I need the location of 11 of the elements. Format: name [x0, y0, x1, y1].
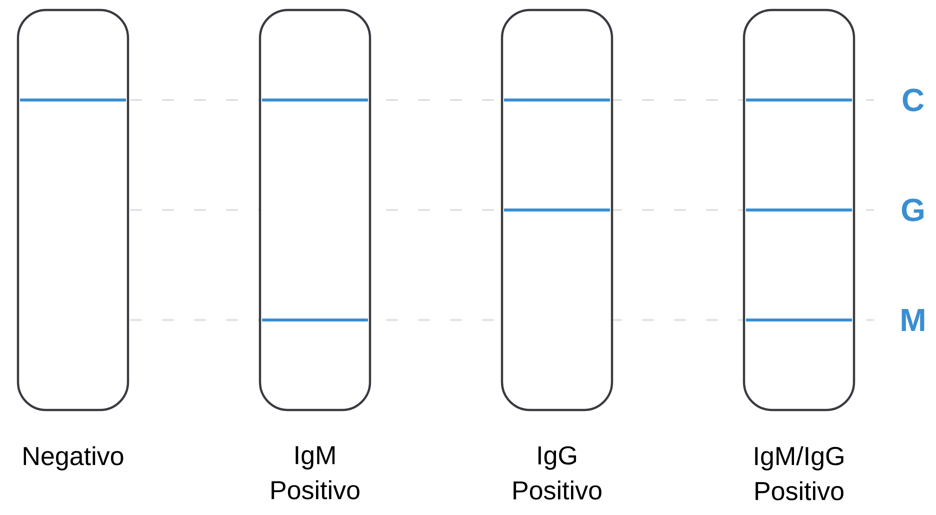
strip-label: Negativo [24, 446, 124, 470]
strip-label: IgM Positivo [272, 446, 360, 500]
line-letter: C [902, 88, 924, 112]
test-line [746, 318, 852, 322]
line-letter: M [902, 309, 924, 331]
strip-label: IgM/IgG Positivo [755, 446, 844, 500]
test-line [746, 208, 852, 212]
test-line [504, 208, 610, 212]
test-line [262, 318, 368, 322]
strip-label: IgG Positivo [514, 446, 602, 500]
line-letter: G [902, 198, 924, 222]
